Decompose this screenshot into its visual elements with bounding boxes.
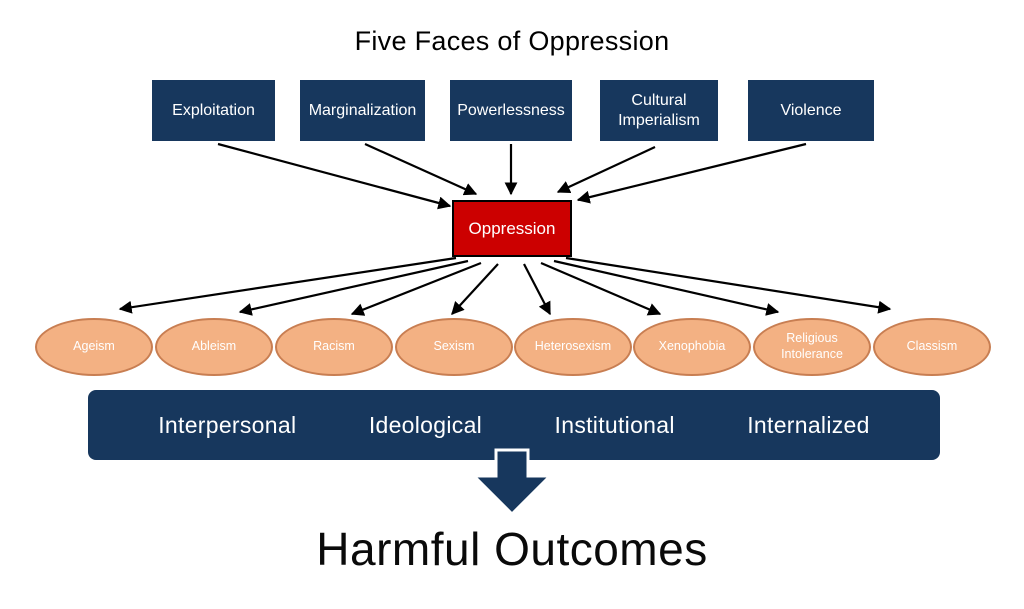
arrow-cultural-imperialism-to-oppression (556, 146, 656, 193)
face-box-exploitation: Exploitation (152, 80, 275, 141)
ism-racism: Racism (275, 318, 393, 376)
ism-label: Heterosexism (534, 339, 612, 354)
level-interpersonal: Interpersonal (158, 411, 297, 438)
face-box-powerlessness: Powerlessness (450, 80, 572, 141)
arrow-oppression-to-ageism (118, 256, 457, 314)
ism-xenophobia: Xenophobia (633, 318, 751, 376)
ism-sexism: Sexism (395, 318, 513, 376)
face-label: Powerlessness (457, 101, 565, 119)
level-internalized: Internalized (747, 411, 870, 438)
level-ideological: Ideological (368, 411, 483, 438)
arrow-oppression-to-classism (565, 256, 892, 314)
face-box-marginalization: Marginalization (300, 80, 425, 141)
ism-label: Sexism (433, 339, 475, 354)
ism-label: Racism (313, 339, 355, 354)
ism-ageism: Ageism (35, 318, 153, 376)
face-label: Marginalization (308, 101, 417, 119)
ism-label: Xenophobia (658, 339, 726, 354)
oppression-box: Oppression (452, 200, 572, 257)
arrow-marginalization-to-oppression (364, 142, 478, 196)
ism-label: Classism (906, 339, 958, 354)
face-box-cultural-imperialism: Cultural Imperialism (600, 80, 718, 141)
ism-ableism: Ableism (155, 318, 273, 376)
face-label: Exploitation (172, 101, 255, 119)
ism-label: Ageism (73, 339, 115, 354)
ism-label: Ableism (191, 339, 237, 354)
arrow-oppression-to-religious-intolerance (553, 259, 780, 316)
face-label: Violence (780, 101, 842, 119)
diagram-title: Five Faces of Oppression (354, 26, 670, 56)
arrow-oppression-to-racism (350, 261, 482, 316)
face-label: Cultural Imperialism (618, 91, 700, 129)
arrow-oppression-to-heterosexism (523, 263, 551, 316)
arrow-oppression-to-xenophobia (540, 261, 662, 316)
arrow-oppression-to-ableism (238, 259, 469, 316)
arrow-violence-to-oppression (576, 142, 807, 204)
level-institutional: Institutional (554, 411, 675, 438)
face-box-violence: Violence (748, 80, 874, 141)
oppression-label: Oppression (468, 218, 556, 238)
arrow-oppression-to-sexism (451, 263, 499, 315)
ism-heterosexism: Heterosexism (514, 318, 632, 376)
ism-religious-intolerance: Religious Intolerance (753, 318, 871, 376)
ism-label: Religious Intolerance (781, 331, 843, 361)
levels-bar: Interpersonal Ideological Institutional … (88, 390, 940, 460)
outcome-title: Harmful Outcomes (316, 523, 708, 575)
arrow-exploitation-to-oppression (217, 142, 452, 210)
ism-classism: Classism (873, 318, 991, 376)
